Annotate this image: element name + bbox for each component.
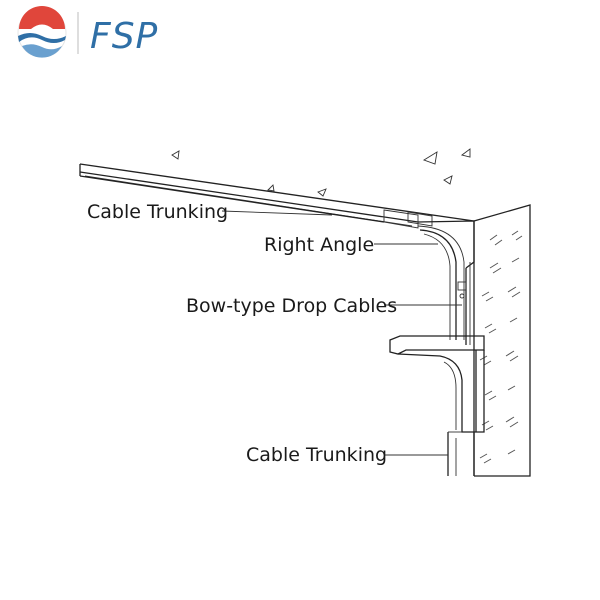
logo-emblem-icon (17, 6, 67, 58)
label-right-angle: Right Angle (264, 234, 374, 256)
ceiling-markers (171, 148, 471, 197)
leader-lines (221, 210, 462, 456)
label-cable-trunking-top: Cable Trunking (87, 201, 228, 223)
right-angle-fitting (417, 220, 475, 345)
logo-brand-text: FSP (90, 16, 158, 57)
label-cable-trunking-bottom: Cable Trunking (246, 444, 387, 466)
wall-section (473, 204, 531, 477)
company-logo: FSP (17, 6, 158, 58)
horizontal-cable-trunking (79, 163, 475, 229)
label-bow-type-drop-cables: Bow-type Drop Cables (186, 295, 397, 317)
mounting-bracket (389, 335, 485, 433)
vertical-cable-trunking (447, 431, 475, 476)
